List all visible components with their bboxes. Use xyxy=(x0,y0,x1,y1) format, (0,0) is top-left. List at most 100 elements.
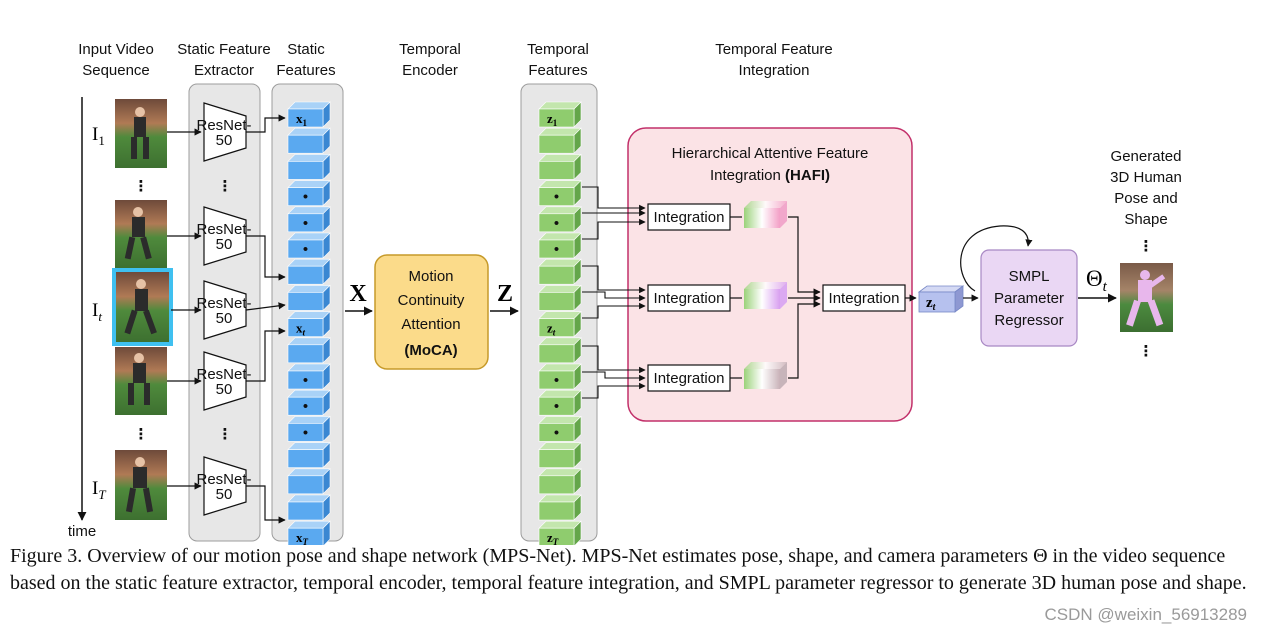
integration-label-1: Integration xyxy=(654,209,725,226)
temporal-feature-cube xyxy=(538,258,582,285)
temporal-feature-cube: z1 xyxy=(538,101,582,128)
header-temporal-encoder: Temporal xyxy=(399,41,461,58)
header-temporal-integration: Temporal Feature xyxy=(715,41,833,58)
header-generated-4: Shape xyxy=(1124,211,1167,228)
header-temporal-features-2: Features xyxy=(528,62,587,79)
temporal-to-integration-arrow xyxy=(582,345,646,374)
attentive-feature-cubes xyxy=(744,201,787,389)
extractor-ellipsis-1: ⋮ xyxy=(218,178,233,195)
big-x-label: X xyxy=(349,281,367,307)
output-ellipsis-top: ⋮ xyxy=(1139,238,1154,255)
output-ellipsis-bottom: ⋮ xyxy=(1139,343,1154,360)
static-feature-dot: • xyxy=(303,189,308,206)
temporal-to-integration-arrow xyxy=(582,218,646,240)
static-feature-cube xyxy=(287,153,331,181)
header-input-video: Input Video xyxy=(78,41,154,58)
temporal-feature-cube: • xyxy=(538,206,582,233)
frame-label-last: IT xyxy=(92,478,106,502)
temporal-feature-label: z1 xyxy=(547,111,558,128)
video-frame-4 xyxy=(115,347,167,415)
integration-block-3: Integration xyxy=(647,364,731,392)
static-feature-dot: • xyxy=(303,241,308,258)
temporal-to-integration-arrows xyxy=(582,186,646,399)
attentive-cube xyxy=(744,201,787,228)
column-headers: Input Video Sequence Static Feature Extr… xyxy=(78,41,1182,228)
temporal-feature-cube: • xyxy=(538,232,582,259)
temporal-to-integration-arrow xyxy=(582,291,646,302)
integration-block-1: Integration xyxy=(647,203,731,231)
frames-ellipsis-1: ⋮ xyxy=(134,178,149,195)
header-temporal-encoder-2: Encoder xyxy=(402,62,458,79)
video-frame-1 xyxy=(115,99,167,168)
static-feature-cube xyxy=(287,494,331,521)
attentive-cube xyxy=(744,362,787,389)
static-feature-cube xyxy=(287,127,331,154)
temporal-feature-vectors: z1•••zt•••zT xyxy=(538,101,582,545)
cube3-to-final xyxy=(788,300,821,379)
header-generated-3: Pose and xyxy=(1114,190,1177,207)
temporal-feature-dot: • xyxy=(554,424,559,441)
smpl-recurrent-loop xyxy=(960,225,1033,292)
static-feature-cube xyxy=(287,337,331,364)
static-feature-cube: x1 xyxy=(287,101,331,128)
hafi-title-1: Hierarchical Attentive Feature xyxy=(672,145,869,162)
frames-ellipsis-2: ⋮ xyxy=(134,426,149,443)
temporal-feature-cube xyxy=(538,441,582,469)
static-feature-label: xT xyxy=(296,530,309,545)
temporal-feature-cube: • xyxy=(538,179,582,207)
temporal-to-integration-arrow xyxy=(582,265,646,294)
resnet-to-feature-arrows xyxy=(245,114,286,524)
temporal-feature-cube: • xyxy=(538,389,582,416)
header-static-extractor: Static Feature xyxy=(177,41,270,58)
resnet-block: ResNet-50 xyxy=(196,102,252,162)
static-feature-cube: • xyxy=(287,389,331,416)
output-mesh-image xyxy=(1120,263,1173,332)
temporal-to-integration-arrow xyxy=(582,371,646,382)
zt-output-cube: zt xyxy=(917,285,965,313)
mps-net-diagram: Input Video Sequence Static Feature Extr… xyxy=(68,41,1182,545)
zt-output-label: zt xyxy=(926,295,937,313)
static-feature-dot: • xyxy=(303,398,308,415)
big-z-label: Z xyxy=(497,281,513,307)
resnet-to-feature-arrow xyxy=(246,235,286,281)
temporal-feature-cube: • xyxy=(538,363,582,390)
temporal-feature-cube: zT xyxy=(538,520,582,545)
moca-line-1: Motion xyxy=(408,268,453,285)
temporal-feature-cube xyxy=(538,127,582,154)
temporal-feature-dot: • xyxy=(554,372,559,389)
temporal-feature-cube xyxy=(538,153,582,181)
temporal-to-integration-arrow xyxy=(582,186,646,212)
resnet-label-2: 50 xyxy=(216,132,233,149)
resnet-blocks: ResNet-50ResNet-50ResNet-50ResNet-50ResN… xyxy=(196,102,252,516)
temporal-feature-cube xyxy=(538,468,582,495)
temporal-feature-dot: • xyxy=(554,215,559,232)
resnet-label-1: ResNet- xyxy=(196,221,251,238)
frame-label-mid: It xyxy=(92,300,102,324)
static-feature-cube: xT xyxy=(287,520,331,545)
header-input-video-2: Sequence xyxy=(82,62,150,79)
video-frame-T xyxy=(115,450,167,520)
resnet-label-2: 50 xyxy=(216,486,233,503)
static-feature-cube xyxy=(287,258,331,285)
video-frame-t xyxy=(112,268,173,346)
temporal-to-integration-arrow xyxy=(582,302,646,319)
integration-block-final: Integration xyxy=(822,284,906,312)
resnet-label-2: 50 xyxy=(216,236,233,253)
header-static-features-2: Features xyxy=(276,62,335,79)
static-feature-label: x1 xyxy=(296,111,308,128)
temporal-feature-cube xyxy=(538,337,582,364)
static-feature-cube: • xyxy=(287,363,331,390)
header-static-extractor-2: Extractor xyxy=(194,62,254,79)
smpl-line-1: SMPL xyxy=(1009,268,1050,285)
hafi-title-2: Integration (HAFI) xyxy=(710,167,830,184)
static-feature-cube xyxy=(287,284,331,312)
temporal-feature-cube: • xyxy=(538,415,582,443)
static-feature-label: xt xyxy=(296,321,306,338)
static-feature-cube: xt xyxy=(287,310,331,338)
cube1-to-final xyxy=(788,216,821,296)
temporal-feature-label: zt xyxy=(547,321,556,338)
video-frame-2 xyxy=(115,200,167,268)
resnet-block: ResNet-50 xyxy=(196,280,252,340)
temporal-feature-dot: • xyxy=(554,241,559,258)
temporal-feature-cube: zt xyxy=(538,310,582,338)
